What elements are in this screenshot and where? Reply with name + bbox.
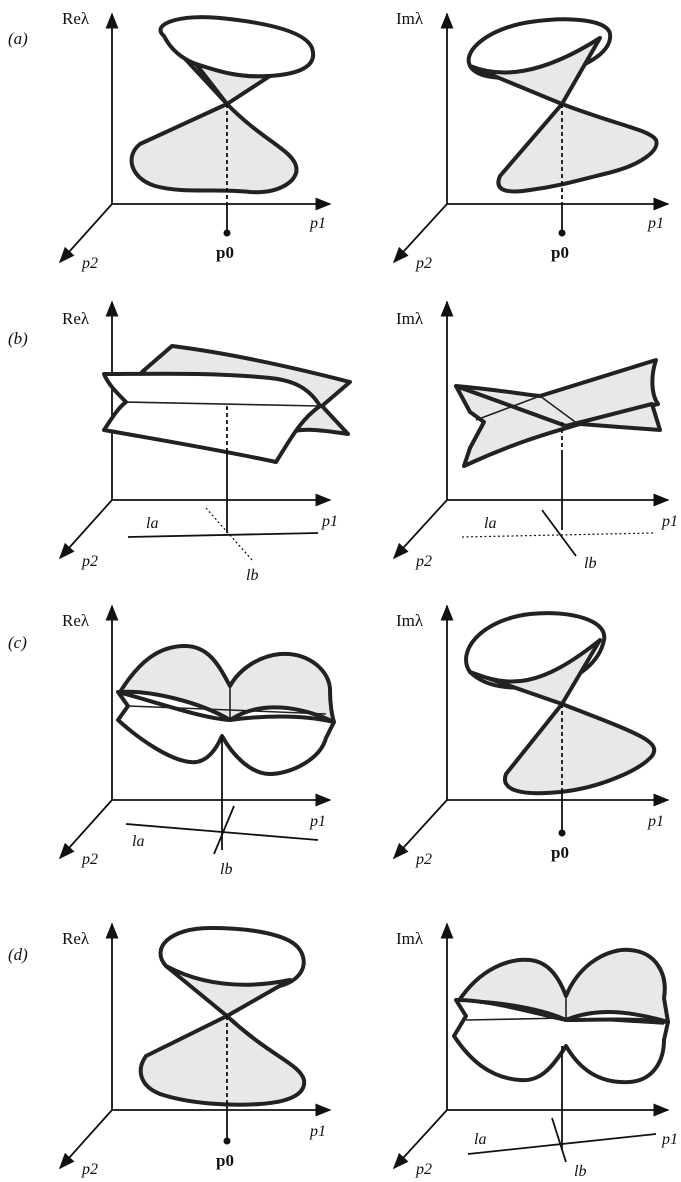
p2-axis [58,203,113,264]
panel-b-left: Reλ p1 p2 la lb [58,300,352,584]
p0-label: p0 [216,243,234,262]
crease-line [475,395,579,425]
row-c: (c) Reλ p1 p2 la lb Imλ p1 [8,604,670,878]
row-label-a: (a) [8,29,28,48]
p2-axis [392,203,448,264]
line-a [125,823,319,841]
row-b: (b) Reλ p1 p2 la lb Imλ p1 [8,300,678,584]
line-a [127,532,319,538]
intersection-line [125,401,321,407]
line-b [541,509,577,557]
p2-axis [58,1109,113,1170]
p2-label: p2 [81,255,98,272]
p1-label: p1 [309,1123,326,1140]
p0-dot [558,829,566,837]
sheet-upper [454,358,660,428]
p2-label: p2 [415,553,432,570]
upper-inner [194,62,272,106]
axis-title: Imλ [396,929,424,948]
line-a-label: la [484,515,496,532]
sheet-lower [454,384,662,468]
axis-title: Reλ [62,9,90,28]
line-a [467,1133,657,1155]
front-sheet [102,371,322,464]
p1-label: p1 [647,215,664,232]
row-label-d: (d) [8,945,28,964]
p2-label: p2 [415,1161,432,1178]
row-label-c: (c) [8,633,27,652]
p2-axis [392,1109,448,1170]
upper-cone [164,964,292,1018]
p0-dot [223,229,231,237]
lower-cone [502,702,657,796]
line-a [461,532,655,538]
lower-cone [129,102,299,195]
line-b [213,805,235,855]
axis-title: Imλ [396,9,424,28]
axis-title: Imλ [396,309,424,328]
upper-rim [158,15,316,79]
p2-label: p2 [81,553,98,570]
line-a-label: la [146,515,158,532]
p0-dot [558,229,566,237]
axis-title: Reλ [62,929,90,948]
p1-label: p1 [661,513,678,530]
p2-label: p2 [81,1161,98,1178]
line-b [551,1117,567,1163]
axis-title: Reλ [62,611,90,630]
p2-axis [392,499,448,560]
p2-label: p2 [415,255,432,272]
p2-axis [58,499,113,560]
p1-label: p1 [661,1131,678,1148]
upper-cone [468,36,602,106]
panel-d-right: Imλ p1 p2 la lb [392,922,678,1180]
panel-b-right: Imλ p1 p2 la lb [392,300,678,572]
axis-title: Imλ [396,611,424,630]
panel-d-left: Reλ p1 p2 p0 [58,922,332,1178]
row-d: (d) Reλ p1 p2 p0 Imλ p1 p2 [8,922,678,1180]
line-b-label: lb [246,567,258,584]
line-a-label: la [474,1131,486,1148]
p0-label: p0 [551,843,569,862]
p1-label: p1 [309,813,326,830]
p1-label: p1 [321,513,338,530]
lower-cone [138,1014,307,1107]
line-b-label: lb [584,555,596,572]
upper-cone [468,638,602,706]
p2-label: p2 [415,851,432,868]
p0-label: p0 [216,1151,234,1170]
lower-cone [496,102,659,194]
p2-label: p2 [81,851,98,868]
p1-label: p1 [647,813,664,830]
p2-axis [392,799,448,860]
line-b-label: lb [220,861,232,878]
panel-a-right: Imλ p1 p2 p0 [392,9,670,272]
panel-c-right: Imλ p1 p2 p0 [392,604,670,868]
row-a: (a) Reλ p1 p2 p0 Imλ p1 p2 [8,9,670,272]
p1-label: p1 [309,215,326,232]
p0-label: p0 [551,243,569,262]
row-label-b: (b) [8,329,28,348]
p2-axis [58,799,113,860]
line-b-label: lb [574,1163,586,1180]
axis-title: Reλ [62,309,90,328]
panel-c-left: Reλ p1 p2 la lb [58,604,336,878]
line-a-label: la [132,833,144,850]
p0-dot [223,1137,231,1145]
panel-a-left: Reλ p1 p2 p0 [58,9,332,272]
